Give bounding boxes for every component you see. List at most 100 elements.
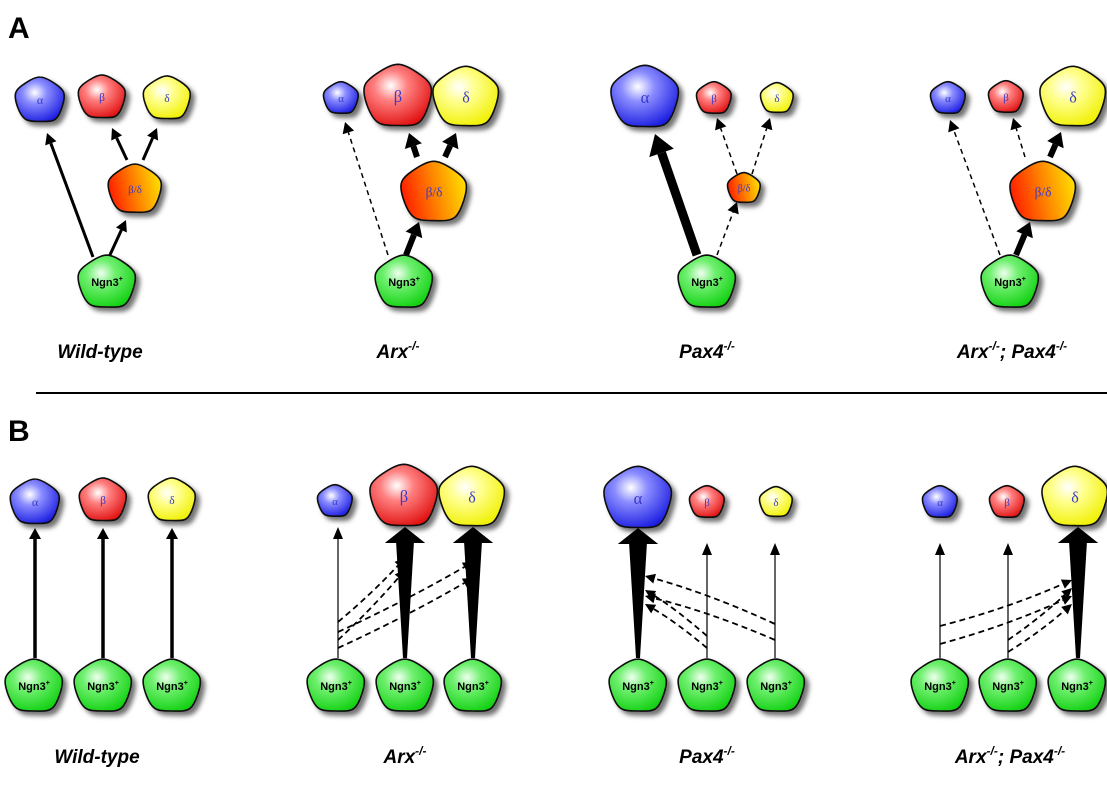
b-dko-delta-wedge bbox=[1057, 527, 1099, 658]
a-wt-ngn-to-prec-arrow bbox=[107, 220, 127, 258]
a-arx-ngn-to-prec-arrow bbox=[403, 222, 423, 257]
b-dko-alpha-arrow bbox=[935, 543, 945, 658]
b-wt-ngn3-right-label: Ngn3+ bbox=[156, 680, 188, 693]
b-wt-delta-cell-body bbox=[147, 477, 197, 522]
a-dko-beta-cell-label: β bbox=[1003, 92, 1009, 104]
a-dko-ngn3-cell: Ngn3+ bbox=[980, 254, 1040, 308]
a-pax4-prec-to-delta-arrow bbox=[751, 118, 773, 175]
a-dko-beta-cell-body bbox=[987, 79, 1025, 114]
a-wt-precursor-cell-body bbox=[107, 163, 163, 214]
b-dko-delta-cell-label: δ bbox=[1071, 490, 1079, 507]
a-pax4-ngn3-cell-label: Ngn3+ bbox=[691, 276, 723, 289]
b-wt-delta-arrow bbox=[166, 528, 178, 658]
b-wt-ngn3-mid: Ngn3+ bbox=[73, 658, 133, 712]
b-dko-alpha-cell: α bbox=[921, 484, 959, 519]
a-pax4-ngn-to-alpha-arrow bbox=[649, 134, 702, 257]
b-wt-beta-cell-label: β bbox=[100, 495, 106, 507]
b-dko-alpha-cell-body bbox=[921, 484, 959, 519]
b-pax4-alpha-wedge bbox=[617, 528, 659, 658]
b-wt-alpha-cell: α bbox=[9, 478, 61, 525]
b-arx-delta-cell: δ bbox=[438, 465, 506, 527]
b-dko-ngn3-right-label: Ngn3+ bbox=[1061, 680, 1093, 693]
b-wt-delta-cell-label: δ bbox=[169, 495, 174, 507]
b-pax4-ngn3-mid: Ngn3+ bbox=[677, 658, 737, 712]
a-pax4-alpha-cell-label: α bbox=[641, 88, 650, 107]
a-arx-ngn3-cell-body bbox=[374, 254, 434, 308]
a-arx-prec-to-beta-arrow bbox=[404, 133, 422, 158]
b-dko-delta-cell: δ bbox=[1041, 465, 1107, 527]
b-wt-ngn3-left-label: Ngn3+ bbox=[18, 680, 50, 693]
b-arx-delta-cell-label: δ bbox=[468, 490, 476, 507]
a-dko-prec-to-delta-arrow bbox=[1047, 132, 1064, 159]
b-pax4-alpha-cell-body bbox=[603, 465, 673, 529]
panel-letter-b: B bbox=[8, 415, 30, 448]
b-wt-ngn3-mid-body bbox=[73, 658, 133, 712]
b-dko-delta-cell-body bbox=[1041, 465, 1107, 527]
a-pax4-delta-cell-body bbox=[759, 81, 795, 114]
a-wt-ngn-to-alpha-arrow bbox=[45, 133, 95, 258]
b-wt-beta-cell-body bbox=[78, 477, 128, 522]
b-wt-ngn3-right-body bbox=[142, 658, 202, 712]
a-pax4-precursor-cell-label: β/δ bbox=[738, 184, 751, 195]
arrows-layer bbox=[29, 118, 1099, 658]
b-arx-alpha-cell-body bbox=[316, 483, 354, 518]
a-dko-ngn-to-prec-arrow bbox=[1013, 222, 1033, 257]
a-pax4-ngn-to-prec-arrow bbox=[716, 202, 739, 256]
a-arx-ngn3-cell: Ngn3+ bbox=[374, 254, 434, 308]
a-arx-delta-cell-label: δ bbox=[462, 90, 470, 107]
b-dko-ngn3-left: Ngn3+ bbox=[910, 658, 970, 712]
b-pax4-ngn3-right: Ngn3+ bbox=[746, 658, 806, 712]
b-pax4-ngn3-left-label: Ngn3+ bbox=[622, 680, 654, 693]
a-dko-alpha-cell: α bbox=[929, 80, 967, 115]
b-arx-ngn3-mid-body bbox=[375, 658, 435, 712]
a-arx-alpha-cell: α bbox=[322, 80, 360, 115]
b-pax4-delta-cell-label: δ bbox=[773, 497, 778, 509]
b-arx-alpha-to-delta-dashed-2 bbox=[337, 578, 473, 649]
b-arx-ngn3-left: Ngn3+ bbox=[306, 658, 366, 712]
b-wt-beta-arrow bbox=[97, 528, 109, 658]
b-dko-beta-to-delta-dashed-2 bbox=[1007, 604, 1072, 653]
b-wt-delta-cell: δ bbox=[147, 477, 197, 522]
b-arx-alpha-cell: α bbox=[316, 483, 354, 518]
b-arx-ngn3-mid: Ngn3+ bbox=[375, 658, 435, 712]
b-dko-beta-cell-body bbox=[988, 484, 1026, 519]
genotype-label-pax4-b: Pax4-/- bbox=[679, 744, 735, 768]
b-dko-ngn3-mid: Ngn3+ bbox=[978, 658, 1038, 712]
b-wt-ngn3-mid-label: Ngn3+ bbox=[87, 680, 119, 693]
a-arx-precursor-cell-body bbox=[400, 160, 468, 222]
genotype-label-wild-type-a: Wild-type bbox=[57, 342, 143, 363]
b-pax4-delta-to-alpha-dashed-1 bbox=[645, 573, 776, 625]
a-dko-precursor-cell: β/δ bbox=[1009, 160, 1077, 222]
b-dko-ngn3-mid-body bbox=[978, 658, 1038, 712]
b-pax4-ngn3-mid-body bbox=[677, 658, 737, 712]
b-arx-beta-cell-body bbox=[369, 463, 439, 527]
b-pax4-ngn3-left-body bbox=[608, 658, 668, 712]
genotype-label-double-a: Arx-/-; Pax4-/- bbox=[956, 339, 1067, 363]
a-wt-beta-cell-body bbox=[77, 74, 127, 119]
a-wt-ngn3-cell-body bbox=[77, 254, 137, 308]
a-pax4-beta-cell-body bbox=[695, 80, 733, 115]
b-arx-alpha-arrow bbox=[333, 527, 343, 658]
a-wt-delta-cell-label: δ bbox=[164, 93, 169, 105]
b-wt-alpha-arrow bbox=[29, 528, 41, 658]
a-wt-ngn3-cell-label: Ngn3+ bbox=[91, 276, 123, 289]
a-dko-precursor-cell-label: β/δ bbox=[1035, 185, 1052, 200]
a-arx-ngn-to-alpha-arrow bbox=[342, 122, 389, 256]
a-wt-prec-to-delta-arrow bbox=[141, 128, 159, 161]
a-pax4-beta-cell-label: β bbox=[711, 93, 717, 105]
b-pax4-beta-cell: β bbox=[688, 484, 726, 519]
b-arx-ngn3-mid-label: Ngn3+ bbox=[389, 680, 421, 693]
a-arx-alpha-cell-label: α bbox=[338, 93, 344, 105]
b-pax4-alpha-cell: α bbox=[603, 465, 673, 529]
a-dko-delta-cell-body bbox=[1039, 65, 1107, 127]
genotype-label-wild-type-b: Wild-type bbox=[54, 747, 140, 768]
b-pax4-alpha-cell-label: α bbox=[634, 489, 643, 508]
b-pax4-beta-to-alpha-dashed-2 bbox=[645, 604, 708, 649]
a-wt-precursor-cell: β/δ bbox=[107, 163, 163, 214]
a-dko-alpha-cell-body bbox=[929, 80, 967, 115]
a-pax4-prec-to-beta-arrow bbox=[715, 118, 738, 175]
b-dko-alpha-to-delta-dashed-1 bbox=[939, 579, 1072, 627]
b-dko-alpha-to-delta-dashed-2 bbox=[939, 595, 1072, 645]
a-wt-ngn3-cell: Ngn3+ bbox=[77, 254, 137, 308]
